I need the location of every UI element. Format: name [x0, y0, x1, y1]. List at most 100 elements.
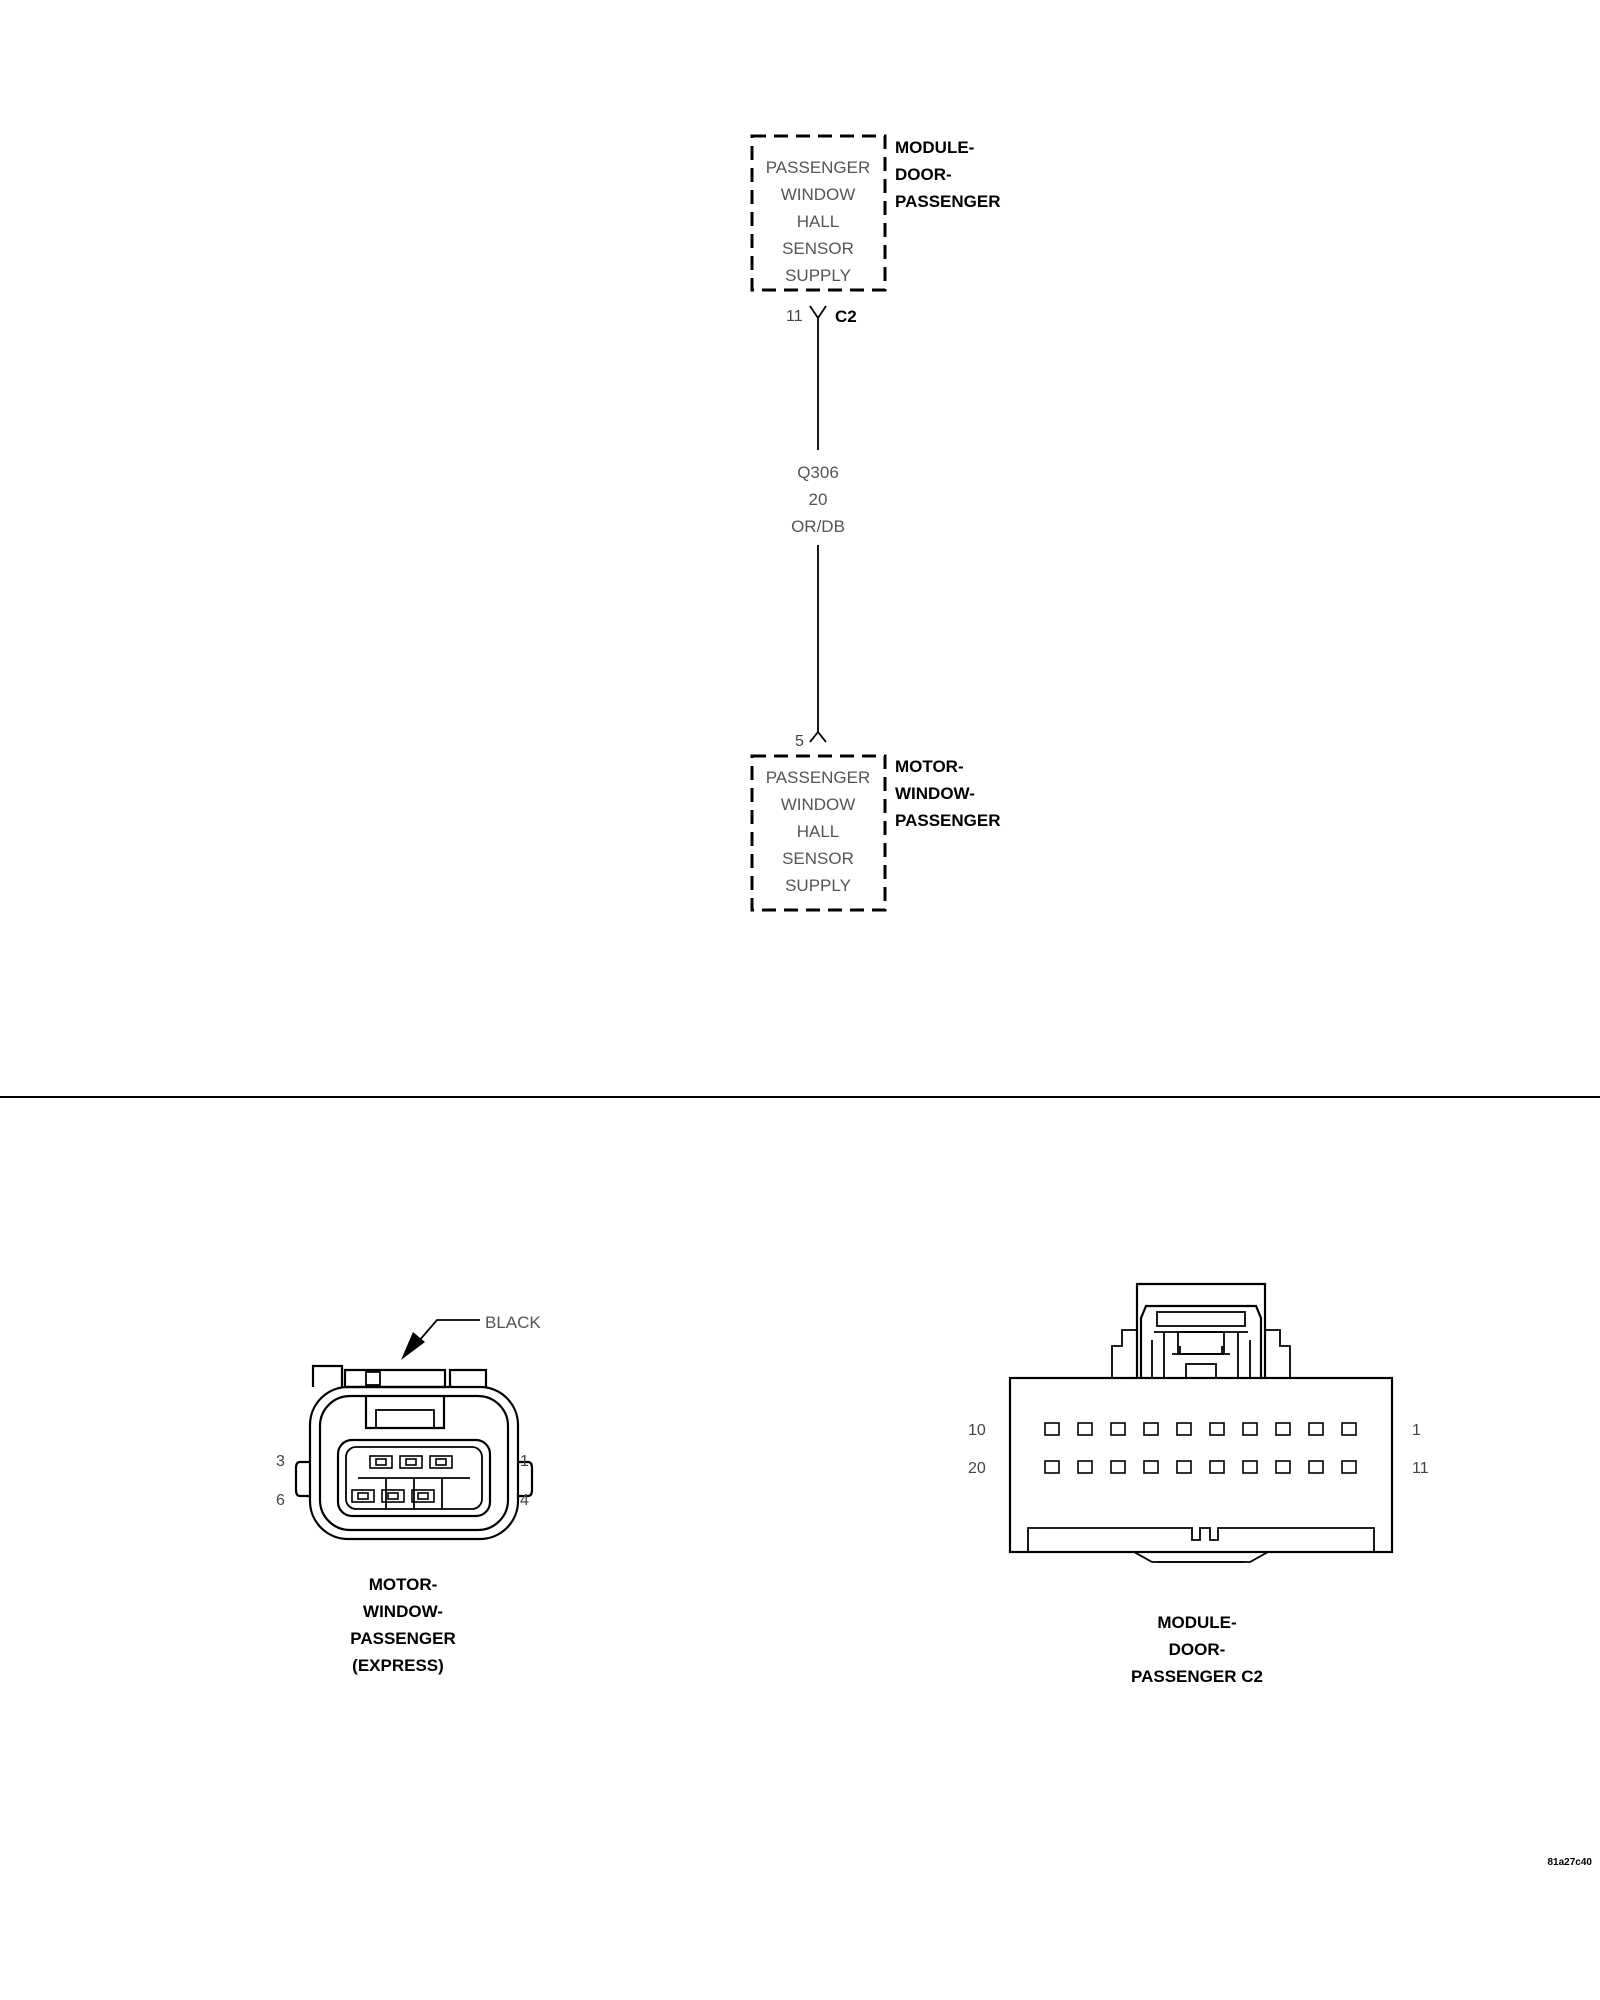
module-cavity-6	[1176, 1422, 1192, 1436]
module-cavity-14	[1242, 1460, 1258, 1474]
module-cavity-7	[1143, 1422, 1159, 1436]
latch-key	[1185, 1363, 1217, 1379]
motor-function-line-5: SUPPLY	[785, 876, 851, 895]
motor-pin-terminal: 5	[795, 730, 827, 750]
module-cavity-row-bottom	[1044, 1460, 1357, 1474]
motor-cavity-5	[381, 1489, 405, 1503]
motor-pin-label-4: 4	[520, 1492, 529, 1509]
module-cavity-3	[1275, 1422, 1291, 1436]
connector-color-label: BLACK	[485, 1313, 541, 1332]
motor-name-line-2: WINDOW-	[895, 784, 975, 803]
module-function-line-5: SUPPLY	[785, 266, 851, 285]
latch-step-left	[1111, 1329, 1137, 1378]
latch-window	[365, 1371, 381, 1386]
cavity-housing-outer	[336, 1438, 492, 1518]
motor-name-line-1: MOTOR-	[895, 757, 964, 776]
wire-color: OR/DB	[791, 517, 845, 536]
motor-cavity-3	[369, 1455, 393, 1469]
module-connector-body	[1008, 1376, 1394, 1554]
module-cavity-18	[1110, 1460, 1126, 1474]
module-cavity-10	[1044, 1422, 1060, 1436]
module-connector-id: C2	[835, 307, 857, 326]
module-cavity-9	[1077, 1422, 1093, 1436]
motor-pin-label-6: 6	[276, 1492, 285, 1509]
callout-leader	[417, 1319, 480, 1343]
module-connector-title-2: DOOR-	[1169, 1640, 1226, 1659]
motor-function-line-1: PASSENGER	[766, 768, 871, 787]
latch-detail	[1172, 1346, 1230, 1355]
wire-q306: Q306 20 OR/DB	[791, 318, 845, 732]
callout-arrowhead	[401, 1332, 425, 1360]
module-function-line-2: WINDOW	[781, 185, 856, 204]
module-connector-title-3: PASSENGER C2	[1131, 1667, 1263, 1686]
motor-cavity-1	[429, 1455, 453, 1469]
module-pin-number: 11	[786, 308, 803, 325]
module-name-line-1: MODULE-	[895, 138, 974, 157]
module-terminal-symbol	[809, 305, 827, 320]
motor-cavity-4-inner	[417, 1492, 429, 1500]
motor-pin-label-3: 3	[276, 1453, 285, 1470]
latch-arms	[1163, 1332, 1239, 1378]
module-cavity-1	[1341, 1422, 1357, 1436]
motor-connector-title-3: PASSENGER	[350, 1629, 456, 1648]
motor-cavity-3-inner	[375, 1458, 387, 1466]
motor-function-line-4: SENSOR	[782, 849, 854, 868]
motor-terminal-symbol	[809, 730, 827, 743]
bottom-keyway	[1133, 1551, 1269, 1563]
module-cavity-12	[1308, 1460, 1324, 1474]
motor-name-line-3: PASSENGER	[895, 811, 1001, 830]
motor-function-line-2: WINDOW	[781, 795, 856, 814]
motor-window-passenger-component: PASSENGER WINDOW HALL SENSOR SUPPLY MOTO…	[750, 754, 1001, 912]
latch-bar-top	[1156, 1311, 1246, 1327]
module-cavity-20	[1044, 1460, 1060, 1474]
module-name-line-2: DOOR-	[895, 165, 952, 184]
module-cavity-11	[1341, 1460, 1357, 1474]
module-pin-label-10: 10	[968, 1422, 986, 1439]
module-cavity-15	[1209, 1460, 1225, 1474]
latch-step-right	[1265, 1329, 1291, 1378]
motor-cavity-6-inner	[357, 1492, 369, 1500]
latch-tower-inner	[1139, 1304, 1263, 1378]
motor-cavity-2	[399, 1455, 423, 1469]
motor-pin-number: 5	[795, 733, 804, 750]
lock-slot	[364, 1396, 446, 1430]
module-cavity-13	[1275, 1460, 1291, 1474]
module-pin-label-11: 11	[1412, 1460, 1429, 1477]
latch-tower-outer	[1135, 1282, 1267, 1378]
side-ear-right	[518, 1460, 534, 1498]
lock-slot-inner	[375, 1409, 435, 1429]
motor-cavity-4	[411, 1489, 435, 1503]
latch-bar	[343, 1368, 447, 1389]
module-name-line-3: PASSENGER	[895, 192, 1001, 211]
motor-cavity-1-inner	[435, 1458, 447, 1466]
motor-pin-label-1: 1	[520, 1453, 529, 1470]
motor-cavity-2-inner	[405, 1458, 417, 1466]
side-ear-left	[294, 1460, 310, 1498]
module-pin-label-1: 1	[1412, 1422, 1421, 1439]
motor-connector-title-1: MOTOR-	[369, 1575, 438, 1594]
motor-connector-title-4: (EXPRESS)	[352, 1656, 444, 1675]
module-dashed-box	[750, 134, 887, 292]
module-pin-label-20: 20	[968, 1460, 986, 1477]
module-cavity-16	[1176, 1460, 1192, 1474]
module-connector-title-1: MODULE-	[1157, 1613, 1236, 1632]
motor-cavity-6	[351, 1489, 375, 1503]
motor-function-line-3: HALL	[797, 822, 840, 841]
module-cavity-2	[1308, 1422, 1324, 1436]
bottom-rail	[1027, 1527, 1375, 1552]
motor-dashed-box	[750, 754, 887, 912]
module-cavity-8	[1110, 1422, 1126, 1436]
motor-connector-view: BLACK	[276, 1313, 541, 1675]
wire-gauge: 20	[809, 490, 828, 509]
latch-tab-right	[448, 1368, 488, 1387]
motor-connector-title-2: WINDOW-	[363, 1602, 443, 1621]
module-c2-pin-terminal: 11 C2	[786, 305, 857, 326]
connector-shell-inner	[318, 1394, 510, 1532]
module-cavity-4	[1242, 1422, 1258, 1436]
module-function-line-1: PASSENGER	[766, 158, 871, 177]
module-cavity-5	[1209, 1422, 1225, 1436]
module-function-line-3: HALL	[797, 212, 840, 231]
module-door-passenger-component: PASSENGER WINDOW HALL SENSOR SUPPLY MODU…	[750, 134, 1001, 292]
module-cavity-row-top	[1044, 1422, 1357, 1436]
